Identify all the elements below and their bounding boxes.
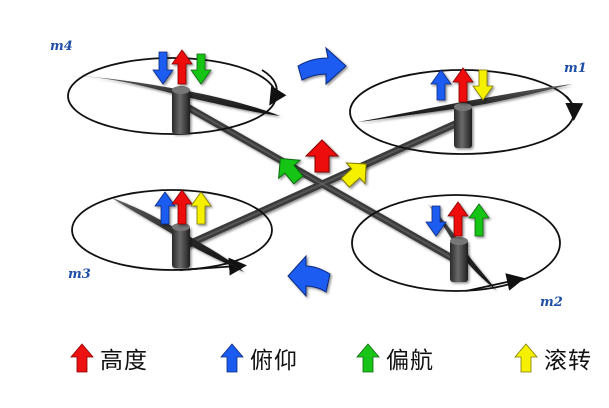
pitch-up-arrow-icon bbox=[430, 69, 452, 101]
center-altitude-arrow-icon bbox=[304, 139, 340, 173]
propeller-m1 bbox=[358, 84, 572, 122]
pitch-arrow-icon bbox=[220, 343, 244, 373]
center-control-arrows bbox=[278, 139, 367, 188]
legend-label-yaw: 偏航 bbox=[386, 348, 434, 374]
motor-label-m2: m2 bbox=[540, 295, 563, 310]
quadcopter-diagram: m4 m1 bbox=[50, 39, 587, 310]
pitch-down-arrow-icon bbox=[152, 51, 174, 85]
motor-m4: m4 bbox=[50, 39, 287, 135]
orbit-m3 bbox=[71, 189, 273, 271]
yaw-down-arrow-icon bbox=[190, 53, 212, 85]
motor-label-m3: m3 bbox=[68, 267, 91, 282]
motor-hub-m3 bbox=[172, 226, 190, 268]
motor-m2: m2 bbox=[351, 194, 563, 310]
altitude-up-arrow-icon bbox=[452, 67, 474, 103]
legend-label-pitch: 俯仰 bbox=[250, 348, 298, 374]
legend-item-altitude: 高度 bbox=[70, 336, 148, 380]
legend-label-roll: 滚转 bbox=[544, 348, 592, 374]
motor-label-m1: m1 bbox=[564, 61, 587, 76]
motor-hub-m4 bbox=[172, 88, 190, 134]
motor-hub-m2 bbox=[450, 240, 468, 282]
legend-item-yaw: 偏航 bbox=[356, 336, 434, 380]
center-yaw-arrow-icon bbox=[278, 157, 304, 185]
rotation-direction-m4-icon bbox=[261, 69, 287, 106]
yaw-up-arrow-icon bbox=[468, 203, 490, 237]
motor-m3: m3 bbox=[68, 189, 273, 282]
altitude-up-arrow-icon bbox=[171, 189, 193, 225]
altitude-up-arrow-icon bbox=[447, 201, 469, 237]
thrust-arrows-m2 bbox=[425, 201, 490, 237]
motor-m1: m1 bbox=[349, 61, 587, 155]
altitude-up-arrow-icon bbox=[171, 49, 193, 85]
motor-label-m4: m4 bbox=[50, 39, 73, 54]
roll-up-arrow-icon bbox=[190, 191, 212, 225]
roll-down-arrow-icon bbox=[472, 69, 494, 101]
thrust-arrows-m4 bbox=[152, 49, 212, 85]
altitude-arrow-icon bbox=[70, 343, 94, 373]
propeller-m4 bbox=[72, 76, 280, 116]
legend-item-pitch: 俯仰 bbox=[220, 336, 298, 380]
thrust-arrows-m1 bbox=[430, 67, 494, 103]
frame bbox=[176, 100, 468, 266]
thrust-arrows-m3 bbox=[154, 189, 212, 225]
curved-rotation-arrow-bottom-icon bbox=[287, 254, 331, 298]
yaw-arrow-icon bbox=[356, 343, 380, 373]
curved-rotation-arrow-top-icon bbox=[297, 46, 347, 86]
legend-label-altitude: 高度 bbox=[100, 348, 148, 374]
roll-arrow-icon bbox=[514, 343, 538, 373]
legend: 高度 俯仰 偏航 滚转 bbox=[0, 336, 609, 380]
pitch-down-arrow-icon bbox=[425, 205, 447, 237]
rotation-direction-m1-icon bbox=[565, 95, 584, 121]
motor-hub-m1 bbox=[454, 106, 472, 148]
rotation-direction-m3-icon bbox=[179, 257, 247, 276]
legend-item-roll: 滚转 bbox=[514, 336, 592, 380]
pitch-up-arrow-icon bbox=[154, 191, 176, 225]
center-roll-arrow-icon bbox=[340, 162, 367, 188]
orbit-m2 bbox=[351, 194, 561, 292]
